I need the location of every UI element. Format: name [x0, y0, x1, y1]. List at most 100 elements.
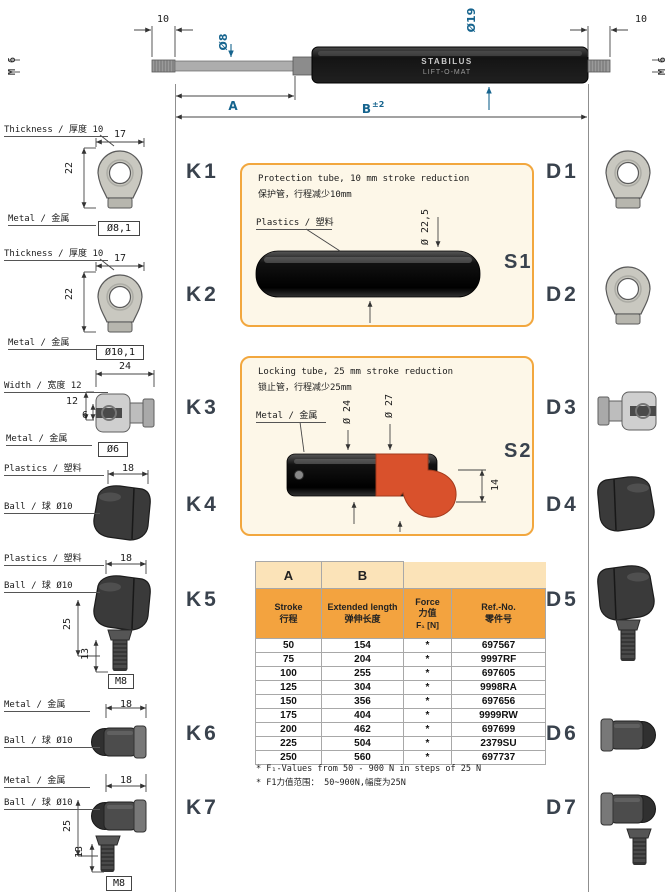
fitting-k3-graphic [83, 370, 155, 433]
right-thread-dim-label: 10 [635, 14, 647, 25]
locking-clamp-graphic [375, 453, 457, 518]
table-cell: 9999RW [451, 708, 546, 723]
top-dim-label: 24 [118, 361, 132, 372]
fitting-k7-graphic [75, 774, 175, 892]
fitting-k5-graphic [75, 560, 175, 673]
s2-dia-outer-label: Ø 27 [384, 393, 395, 419]
piston-rod [174, 60, 296, 72]
ball-label: Ball / 球 Ø10 [4, 499, 100, 514]
fitting-d6-graphic [600, 718, 656, 752]
table-cell: 462 [321, 722, 404, 737]
table-cell: 697567 [451, 638, 546, 653]
rod-collar [292, 56, 313, 76]
code-label-k7: K7 [186, 796, 219, 819]
code-label-k5: K5 [186, 588, 219, 611]
s2-code-label: S2 [504, 440, 533, 462]
table-cell: 9997RF [451, 652, 546, 667]
fitting-k2-graphic [81, 258, 145, 333]
table-cell: 697699 [451, 722, 546, 737]
right-thread-size-label: M 6 [657, 57, 668, 75]
table-cell: * [403, 708, 452, 723]
table-cell: 404 [321, 708, 404, 723]
accessory-box-s1: Protection tube, 10 mm stroke reduction … [240, 163, 534, 327]
fitting-d5-graphic [594, 562, 662, 664]
fitting-k4-graphic [93, 470, 151, 541]
ball-label: Ball / 球 Ø10 [4, 733, 100, 748]
code-label-k4: K4 [186, 493, 219, 516]
left-border-line [175, 84, 176, 892]
bore-label: Ø10,1 [96, 345, 144, 360]
thread-len-dim-label: 13 [80, 647, 91, 661]
width-dim-label: 18 [119, 699, 133, 710]
code-label-d3: D3 [546, 396, 579, 419]
s1-code-label: S1 [504, 251, 533, 273]
material-label: Metal / 金属 [6, 431, 92, 446]
col-header-ref-no: Ref.-No.零件号 [451, 588, 546, 639]
table-cell: * [403, 638, 452, 653]
table-cell: 504 [321, 736, 404, 751]
table-cell: 697737 [451, 750, 546, 765]
s2-title-zh: 锁止管，行程减少25mm [258, 383, 352, 393]
fitting-d7-graphic [594, 786, 662, 880]
right-thread-stud [587, 59, 611, 73]
code-label-d7: D7 [546, 796, 579, 819]
thickness-label: Thickness / 厚度 10 [4, 246, 108, 261]
table-cell: * [403, 652, 452, 667]
fitting-d2-graphic [605, 266, 651, 325]
s1-title-en: Protection tube, 10 mm stroke reduction [258, 174, 470, 184]
band-a: A [255, 561, 322, 589]
material-label: Metal / 金属 [8, 211, 96, 226]
length-dim-label: 25 [62, 617, 73, 631]
s2-material-label: Metal / 金属 [256, 408, 326, 423]
brand-line2: LIFT-O-MAT [423, 69, 471, 76]
accessory-box-s2: Locking tube, 25 mm stroke reduction 锁止管… [240, 356, 534, 536]
code-label-d5: D5 [546, 588, 579, 611]
band-b: B [321, 561, 404, 589]
bore-label: Ø8,1 [98, 221, 140, 236]
table-cell: * [403, 736, 452, 751]
table-cell: 154 [321, 638, 404, 653]
material-label: Metal / 金属 [4, 773, 90, 788]
code-label-d6: D6 [546, 722, 579, 745]
table-band-row: A B [255, 561, 546, 589]
thread-label: M8 [108, 674, 134, 689]
fitting-k6-graphic [91, 704, 147, 759]
footnote-en: * F₁-Values from 50 - 900 N in steps of … [256, 764, 482, 774]
table-cell: 204 [321, 652, 404, 667]
table-cell: 2379SU [451, 736, 546, 751]
table-cell: * [403, 722, 452, 737]
table-cell: 697605 [451, 666, 546, 681]
width-label: Width / 宽度 12 [4, 378, 108, 393]
table-cell: 150 [255, 694, 322, 709]
code-label-k3: K3 [186, 396, 219, 419]
left-thread-stud [151, 59, 176, 73]
table-cell: 250 [255, 750, 322, 765]
table-cell: * [403, 750, 452, 765]
tube-dia-label: Ø19 [465, 8, 478, 33]
inner-dim-label: 6 [81, 410, 89, 421]
width-dim-label: 17 [113, 129, 127, 140]
s1-title-zh: 保护管，行程减少10mm [258, 190, 352, 200]
material-label: Metal / 金属 [8, 335, 96, 350]
s2-title-en: Locking tube, 25 mm stroke reduction [258, 367, 454, 377]
code-label-d2: D2 [546, 283, 579, 306]
code-label-k6: K6 [186, 722, 219, 745]
s2-dia-inner-label: Ø 24 [342, 399, 353, 425]
height-dim-label: 22 [64, 161, 75, 175]
fitting-d3-graphic [597, 391, 657, 431]
table-cell: * [403, 666, 452, 681]
rod-dia-label: Ø8 [217, 33, 230, 50]
gas-spring-drawing: STABILUS LIFT-O-MAT 10 10 M 6 M 6 Ø8 Ø19 [7, 8, 668, 120]
fitting-k1-graphic [81, 134, 145, 209]
